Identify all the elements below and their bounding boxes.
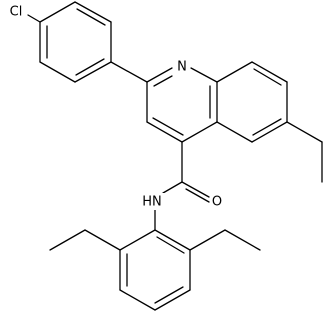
chlorophenyl-ring	[39, 1, 112, 83]
atom-nitrogen: N	[175, 58, 188, 75]
oxygen-label: O	[212, 195, 222, 210]
bond-ring-chlorine	[27, 14, 41, 23]
nitrogen-label: N	[177, 60, 187, 75]
ethyl-group-right	[189, 229, 261, 251]
atom-oxygen: O	[210, 193, 224, 210]
benzo-ring	[216, 61, 288, 143]
ethyl-group-left	[49, 229, 121, 251]
atom-chlorine: Cl	[5, 3, 27, 20]
diethylphenyl-ring	[119, 229, 191, 311]
pyridine-ring	[146, 67, 218, 143]
chlorine-label: Cl	[10, 5, 23, 20]
amide-nh-label: HN	[142, 195, 162, 210]
ethyl-group-c6	[286, 121, 323, 183]
atom-amide-nh: HN	[139, 193, 165, 210]
carboxamide-group	[162, 141, 210, 203]
bond-aryl-link	[110, 61, 148, 83]
